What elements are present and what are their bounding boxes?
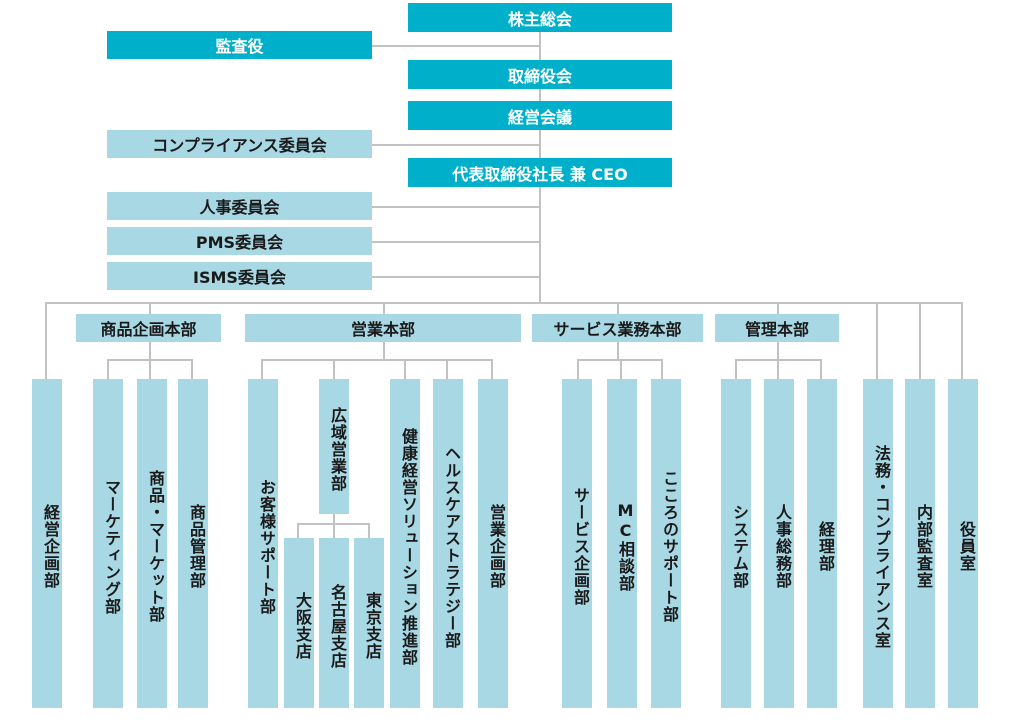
legal-compliance-office: 法務・コンプライアンス室 bbox=[863, 379, 893, 708]
service-operations-dept: こころのサポート部 bbox=[651, 379, 681, 708]
connector-line bbox=[149, 342, 151, 360]
hr-committee-box: 人事委員会 bbox=[107, 192, 372, 220]
product-planning-dept: 商品・マーケット部 bbox=[137, 379, 167, 708]
service-operations-dept: サービス企画部 bbox=[562, 379, 592, 708]
connector-line bbox=[446, 359, 448, 379]
sales-dept: 広域営業部 bbox=[319, 379, 349, 514]
connector-line bbox=[368, 523, 370, 538]
connector-line bbox=[620, 359, 622, 379]
pms-committee-box: PMS委員会 bbox=[107, 227, 372, 255]
connector-line bbox=[107, 359, 109, 379]
connector-line bbox=[149, 302, 151, 314]
auditor-box: 監査役 bbox=[107, 31, 372, 59]
service-operations-dept: MC相談部 bbox=[607, 379, 637, 708]
connector-line bbox=[191, 359, 193, 379]
connector-line bbox=[777, 302, 779, 314]
connector-line bbox=[261, 359, 263, 379]
connector-line bbox=[404, 359, 406, 379]
connector-line bbox=[876, 302, 878, 379]
connector-line bbox=[777, 359, 779, 379]
administration-dept: 経理部 bbox=[807, 379, 837, 708]
connector-line bbox=[372, 276, 540, 278]
connector-line bbox=[333, 523, 335, 538]
board-of-directors-box: 取締役会 bbox=[408, 60, 672, 89]
connector-line bbox=[372, 241, 540, 243]
executive-office: 役員室 bbox=[948, 379, 978, 708]
connector-line bbox=[617, 342, 619, 360]
connector-line bbox=[333, 514, 335, 524]
ceo-box: 代表取締役社長 兼 CEO bbox=[408, 158, 672, 187]
internal-audit-office: 内部監査室 bbox=[905, 379, 935, 708]
connector-line bbox=[45, 302, 962, 304]
connector-line bbox=[735, 359, 737, 379]
connector-line bbox=[577, 359, 579, 379]
connector-line bbox=[820, 359, 822, 379]
sales-dept: お客様サポート部 bbox=[248, 379, 278, 708]
connector-line bbox=[297, 523, 299, 538]
connector-line bbox=[491, 359, 493, 379]
connector-line bbox=[372, 144, 540, 146]
corporate-planning-dept: 経営企画部 bbox=[32, 379, 62, 708]
administration-dept: 人事総務部 bbox=[764, 379, 794, 708]
connector-line bbox=[261, 359, 493, 361]
connector-line bbox=[333, 359, 335, 379]
connector-line bbox=[919, 302, 921, 379]
connector-line bbox=[961, 302, 963, 379]
isms-committee-box: ISMS委員会 bbox=[107, 262, 372, 290]
product-planning-hq-box: 商品企画本部 bbox=[76, 314, 221, 342]
service-operations-hq-box: サービス業務本部 bbox=[532, 314, 703, 342]
administration-dept: システム部 bbox=[721, 379, 751, 708]
product-planning-dept: 商品管理部 bbox=[178, 379, 208, 708]
administration-hq-box: 管理本部 bbox=[715, 314, 839, 342]
shareholders-meeting-box: 株主総会 bbox=[408, 3, 672, 32]
management-meeting-box: 経営会議 bbox=[408, 101, 672, 130]
product-planning-dept: マーケティング部 bbox=[93, 379, 123, 708]
sales-dept: 健康経営ソリューション推進部 bbox=[390, 379, 420, 708]
connector-line bbox=[383, 302, 385, 314]
sales-branch: 名古屋支店 bbox=[319, 538, 349, 708]
sales-branch: 東京支店 bbox=[354, 538, 384, 708]
connector-line bbox=[777, 342, 779, 360]
connector-line bbox=[45, 302, 47, 379]
sales-hq-box: 営業本部 bbox=[245, 314, 521, 342]
connector-line bbox=[617, 302, 619, 314]
connector-line bbox=[383, 342, 385, 360]
connector-line bbox=[661, 359, 663, 379]
sales-branch: 大阪支店 bbox=[284, 538, 314, 708]
sales-dept: ヘルスケアストラテジー部 bbox=[433, 379, 463, 708]
connector-line bbox=[372, 206, 540, 208]
compliance-committee-box: コンプライアンス委員会 bbox=[107, 130, 372, 158]
connector-line bbox=[372, 45, 540, 47]
connector-line bbox=[149, 359, 151, 379]
sales-dept: 営業企画部 bbox=[478, 379, 508, 708]
